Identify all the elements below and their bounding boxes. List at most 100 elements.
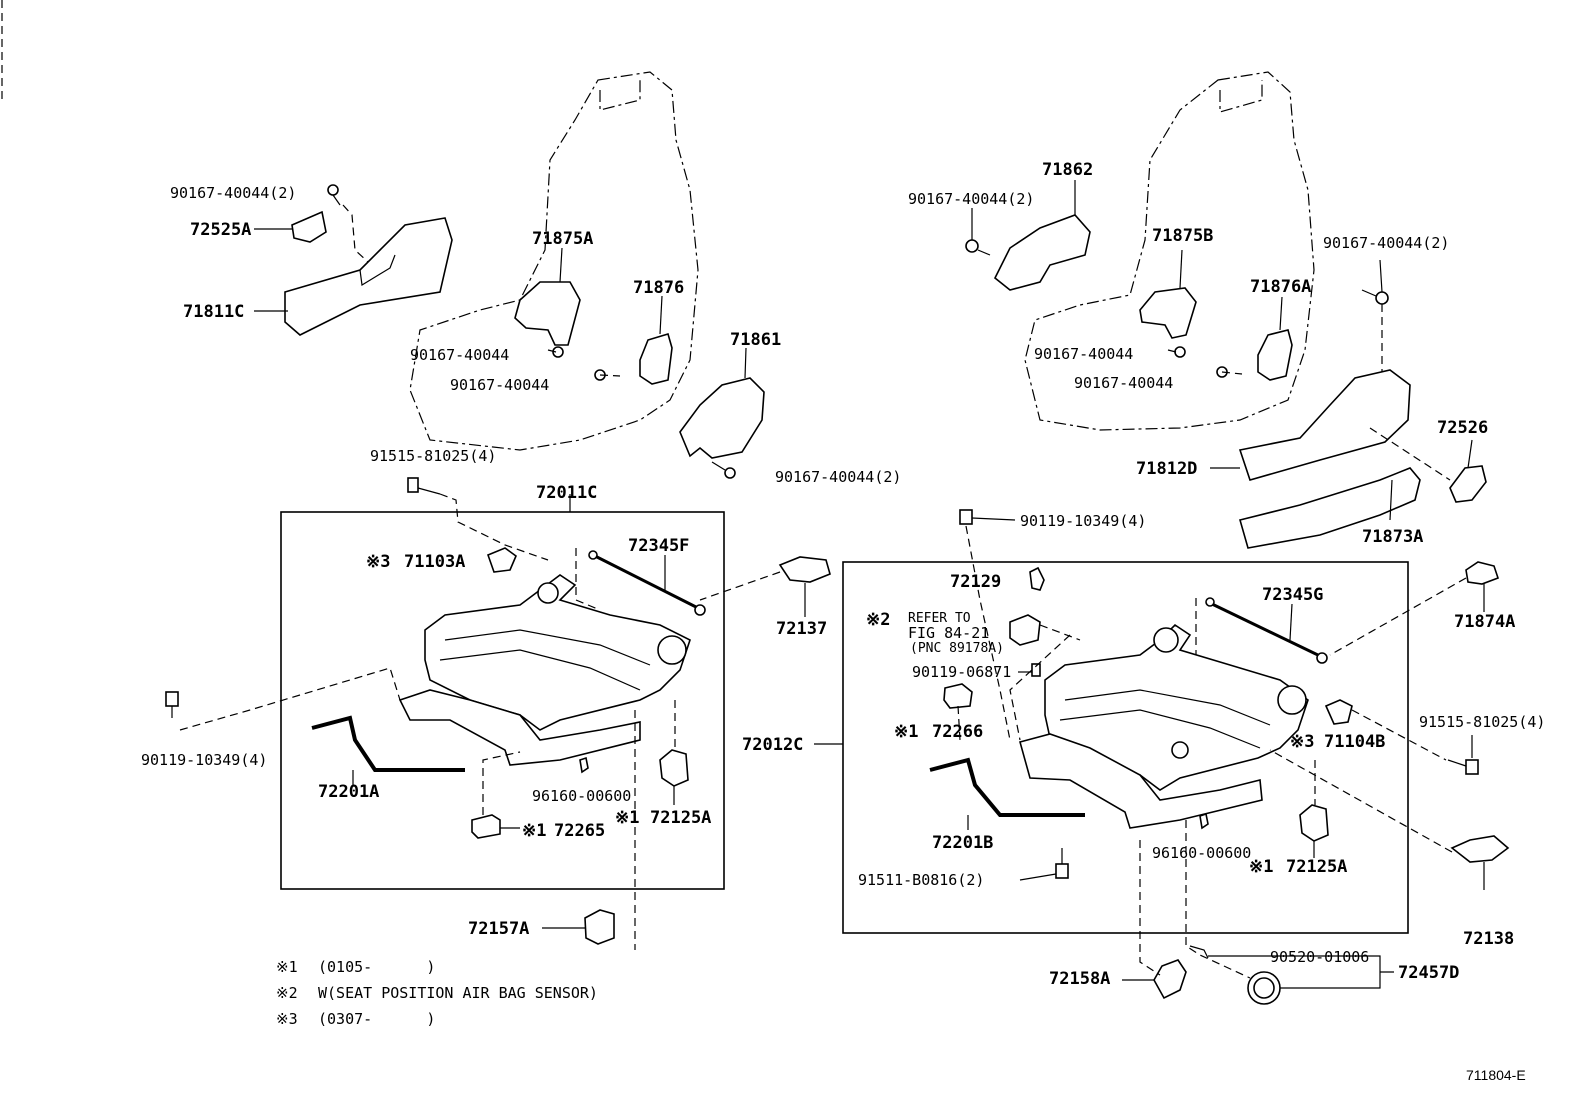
label-72526: 72526 [1437,418,1488,438]
label-90167-40044-b: 90167-40044 [450,376,549,394]
bolt-90119-10349-left [165,691,179,718]
label-91511-B0816-2: 91511-B0816(2) [858,871,984,889]
label-90167-40044-2-d: 90167-40044(2) [1323,234,1449,252]
label-72201B: 72201B [932,833,993,853]
part-72266 [943,683,973,709]
part-72158A [1153,959,1187,1000]
label-96160-00600-a: 96160-00600 [532,787,631,805]
footnote-1-text: (0105- ) [318,958,435,976]
label-90520-01006: 90520-01006 [1270,948,1369,966]
labels-right: 71862 90167-40044(2) 71875B 71876A 90167… [742,160,1545,989]
bolt-91515-81025-left [407,477,441,495]
bolt-91511-B0816 [1019,848,1069,881]
dash-line-17 [1351,709,1447,761]
label-72457D: 72457D [1398,963,1459,983]
label-71874A: 71874A [1454,612,1515,632]
right-seat-outline [1024,71,1315,431]
label-72011C: 72011C [536,483,597,503]
label-71812D: 71812D [1136,459,1197,479]
part-71812D [1238,369,1411,481]
label-71875A: 71875A [532,229,593,249]
bolt-90119-10349-right [959,509,1016,525]
label-90167-40044-c: 90167-40044 [1034,345,1133,363]
part-72265 [471,814,501,839]
part-72525A [291,210,327,243]
footnote-1-mark: ※1 [276,958,298,976]
note-mark-1-a: ※1 [615,808,639,828]
assembly-box-72012C [842,561,1409,934]
part-seat-frame-right [1019,623,1309,829]
dash-line-10 [1369,427,1451,481]
leader-72457D-bracket [1208,955,1394,989]
part-71875A [514,281,581,346]
label-90167-40044-d: 90167-40044 [1074,374,1173,392]
label-71861: 71861 [730,330,781,350]
right-leaders [814,180,1473,830]
part-96160-00600-right [1199,812,1209,830]
dash-line-13 [957,705,961,741]
part-72125A-left [659,749,689,787]
part-72201B-wire [929,757,1085,817]
label-71862: 71862 [1042,160,1093,180]
label-72158A: 72158A [1049,969,1110,989]
label-72265: 72265 [554,821,605,841]
part-72157A [584,909,615,945]
label-90167-40044-a: 90167-40044 [410,346,509,364]
labels-left: 90167-40044(2) 72525A 71811C 71875A 7187… [141,184,901,939]
part-72345F-rod [588,550,706,616]
label-90167-40044-2-b: 90167-40044(2) [775,468,901,486]
dash-line-5 [179,667,401,731]
part-72138 [1450,835,1510,863]
label-72012C: 72012C [742,735,803,755]
label-fig-84-21: FIG 84-21 [908,624,989,642]
footnotes: ※1 (0105- ) ※2 W(SEAT POSITION AIR BAG S… [276,958,598,1028]
label-71873A: 71873A [1362,527,1423,547]
left-leaders [254,228,806,805]
figure-code: 711804-E [1466,1067,1526,1083]
screw-90167-40044-mid [547,346,564,358]
note-mark-3-b: ※3 [1290,732,1314,752]
part-71873A [1239,467,1421,549]
label-71103A: 71103A [404,552,465,572]
label-72138: 72138 [1463,929,1514,949]
bolt-91515-81025-right [1447,735,1479,775]
label-72525A: 72525A [190,220,251,240]
part-71876 [639,333,673,385]
label-72157A: 72157A [468,919,529,939]
dash-line-3 [575,548,601,611]
label-90119-10349-4-b: 90119-10349(4) [1020,512,1146,530]
part-71104B [1324,699,1353,725]
note-mark-1-b: ※1 [522,821,546,841]
dash-line-7 [482,751,521,815]
part-71103A [486,547,517,573]
footnote-3-text: (0307- ) [318,1010,435,1028]
label-72129: 72129 [950,572,1001,592]
dash-line-2 [439,493,549,561]
note-mark-1-c: ※1 [894,722,918,742]
label-71104B: 71104B [1324,732,1385,752]
dash-line-12 [1039,624,1081,641]
dash-line-21 [1185,820,1251,979]
footnote-2-mark: ※2 [276,984,298,1002]
dash-line-16 [1329,577,1467,656]
note-mark-3-a: ※3 [366,552,390,572]
screw-90167-40044-2-right [711,461,736,479]
label-refer-to: REFER TO [908,611,971,626]
part-96160-00600-left [579,756,589,774]
dash-line-4 [699,571,781,601]
footnote-2-text: W(SEAT POSITION AIR BAG SENSOR) [318,984,598,1002]
part-72129 [1029,566,1045,591]
part-71862 [993,214,1091,291]
part-72137 [778,556,831,583]
part-seat-frame-left [398,574,691,766]
part-71874A [1465,561,1500,585]
label-90119-10349-4-a: 90119-10349(4) [141,751,267,769]
note-mark-2: ※2 [866,610,890,630]
label-72137: 72137 [776,619,827,639]
label-71875B: 71875B [1152,226,1213,246]
part-71875B [1139,287,1197,339]
label-72266: 72266 [932,722,983,742]
label-90167-40044-2-a: 90167-40044(2) [170,184,296,202]
part-72125A-right [1299,804,1329,842]
